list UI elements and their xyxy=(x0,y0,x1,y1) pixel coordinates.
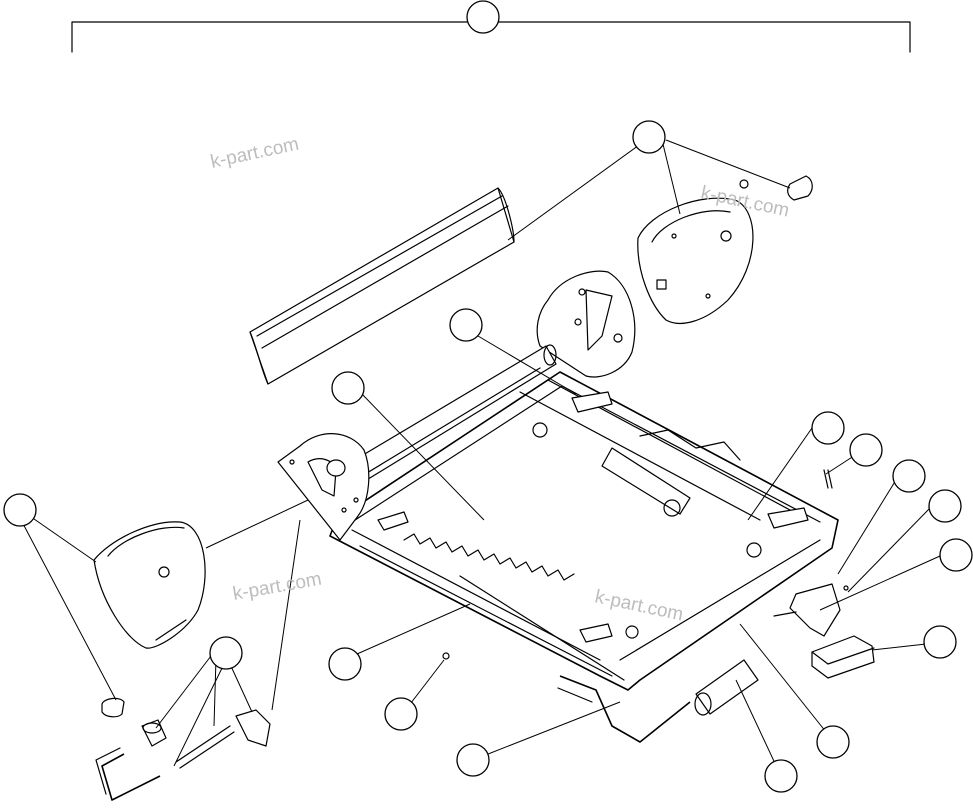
top-cover-bar xyxy=(249,187,515,385)
callout-circle xyxy=(816,725,850,759)
left-hinge-cover xyxy=(93,521,206,649)
release-handle-rod xyxy=(95,747,161,801)
callout-circles xyxy=(3,0,973,793)
small-washer xyxy=(442,585,849,660)
callout-circle xyxy=(811,411,845,445)
callout-circle xyxy=(928,489,962,523)
pedal-pad xyxy=(811,635,875,679)
callout-circle xyxy=(209,636,243,670)
callout-circle xyxy=(466,0,500,34)
clip-bracket xyxy=(235,709,271,747)
right-hinge-plate xyxy=(536,270,636,378)
grip-tube xyxy=(694,659,759,716)
callout-circle xyxy=(3,493,37,527)
callout-circle xyxy=(328,647,362,681)
watermark-text: k-part.com xyxy=(593,586,685,625)
link-rod xyxy=(175,725,235,769)
left-hinge-plate xyxy=(277,433,370,541)
callout-circle xyxy=(939,538,973,572)
callout-circle xyxy=(764,759,798,793)
leader-lines xyxy=(19,139,941,775)
lever-bar xyxy=(557,675,691,743)
callout-circle xyxy=(849,433,883,467)
small-cap-lower xyxy=(101,697,125,718)
watermark-text: k-part.com xyxy=(209,134,301,173)
pivot-pin xyxy=(823,469,833,489)
cross-shaft xyxy=(347,344,557,485)
pedal-lever xyxy=(773,583,841,637)
callout-circle xyxy=(384,697,418,731)
callout-circle xyxy=(331,371,365,405)
seat-frame xyxy=(329,371,839,691)
callout-circle xyxy=(456,743,490,777)
right-hinge-cover xyxy=(637,197,754,324)
bushing xyxy=(141,719,167,747)
callout-circle xyxy=(449,308,483,342)
callout-circle xyxy=(923,625,957,659)
callout-circle xyxy=(632,120,666,154)
callout-circle xyxy=(892,459,926,493)
watermark-text: k-part.com xyxy=(231,569,323,605)
small-cap-upper xyxy=(739,175,813,201)
